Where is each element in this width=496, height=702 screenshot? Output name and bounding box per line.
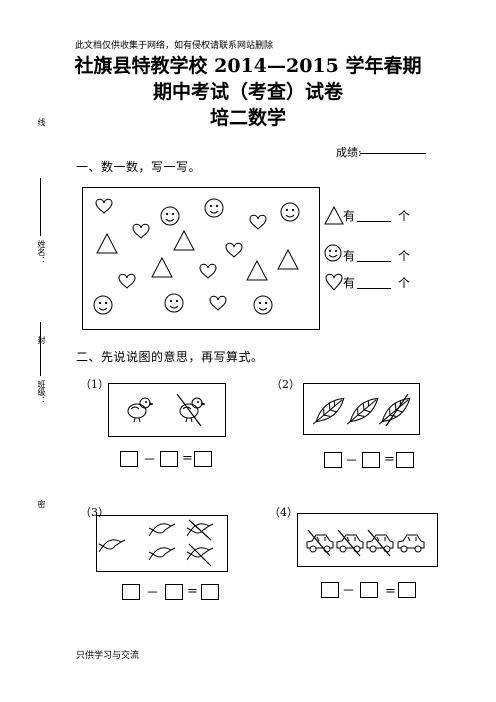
cross-out-line [188, 543, 212, 567]
title-line-2: 期中考试（考查）试卷 [152, 81, 343, 103]
smiley-icon [93, 295, 113, 315]
side-feng-mark: 封 [37, 336, 46, 344]
smiley-icon [324, 244, 342, 262]
triangle-icon [173, 230, 195, 251]
cross-out-line [367, 529, 391, 557]
problem-2-picture [303, 383, 420, 435]
answer-box-result-2[interactable] [396, 452, 414, 468]
answer-box-subtrahend-2[interactable] [362, 452, 380, 468]
problem-1-label: （1） [80, 378, 109, 391]
car-icon [397, 534, 425, 553]
triangle-icon [324, 205, 344, 225]
cross-out-line [188, 519, 212, 541]
problem-2-label: （2） [271, 378, 300, 391]
problem-3-picture [96, 515, 228, 572]
shapes-picture [93, 198, 300, 315]
class-label: 班级： [37, 380, 46, 404]
shapes-picture-box [82, 187, 320, 330]
smiley-icon [160, 206, 180, 226]
problem-1-picture [108, 383, 226, 437]
minus-sign: － [342, 584, 356, 599]
equals-sign: = [385, 584, 396, 599]
answer-box-subtrahend-3[interactable] [165, 584, 183, 600]
heart-icon [225, 242, 243, 258]
cross-out-line [176, 393, 202, 427]
leaf-icon [378, 397, 411, 425]
smiley-icon [253, 295, 273, 315]
equals-sign: = [187, 584, 198, 599]
answer-prefix: 有 [343, 249, 356, 263]
answer-box-result-3[interactable] [201, 584, 219, 600]
heart-icon [209, 295, 227, 311]
swallow-icon [186, 523, 214, 537]
leaf-icon [312, 397, 345, 425]
swallow-icon [148, 523, 176, 537]
title-line-3: 培二数学 [209, 107, 286, 129]
cross-out-line [385, 393, 409, 427]
answer-box-minuend-2[interactable] [324, 452, 342, 468]
score-label: 成绩: [336, 146, 362, 159]
disclaimer-text: 此文档仅供收集于网络，如有侵权请联系网站删除 [75, 41, 274, 51]
title-line-1: 社旗县特教学校 2014—2015 学年春期 [74, 55, 422, 77]
section-1-heading: 一、数一数，写一写。 [76, 160, 202, 174]
heart-icon [325, 273, 343, 291]
heart-icon [118, 273, 136, 289]
cross-out-line [307, 529, 331, 557]
answer-blank-triangles[interactable] [357, 221, 391, 222]
heart-icon [199, 263, 217, 279]
swallow-icon [98, 539, 126, 553]
answer-box-subtrahend-1[interactable] [160, 451, 178, 467]
triangle-icon [277, 249, 299, 270]
car-icon [366, 534, 394, 553]
answer-suffix: 个 [398, 209, 411, 223]
answer-prefix: 有 [343, 209, 356, 223]
answer-box-minuend-3[interactable] [122, 584, 140, 600]
swallow-icon [186, 547, 214, 561]
equals-sign: = [182, 451, 193, 466]
triangle-icon [246, 260, 268, 281]
score-blank[interactable] [360, 153, 426, 154]
side-mi-mark: 密 [37, 500, 46, 508]
answer-suffix: 个 [398, 276, 411, 290]
heart-icon [95, 198, 113, 214]
leaf-icon [346, 397, 379, 425]
answer-box-minuend-4[interactable] [321, 582, 339, 598]
bird-icon [179, 397, 206, 423]
problem-4-label: （4） [269, 506, 298, 519]
answer-prefix: 有 [343, 276, 356, 290]
heart-icon [249, 214, 267, 230]
minus-sign: － [345, 454, 359, 469]
section-2-heading: 二、先说说图的意思，再写算式。 [76, 350, 264, 364]
class-blank-line[interactable] [40, 322, 41, 376]
problem-4-picture [297, 513, 438, 567]
answer-box-result-1[interactable] [194, 451, 212, 467]
side-xian-mark: 线 [37, 118, 46, 126]
answer-box-result-4[interactable] [398, 582, 416, 598]
smiley-icon [164, 293, 184, 313]
cross-out-line [337, 529, 361, 557]
equals-sign: = [384, 452, 395, 467]
footer-text: 只供学习与交流 [76, 651, 140, 661]
minus-sign: － [146, 586, 160, 601]
answer-box-minuend-1[interactable] [120, 451, 138, 467]
answer-blank-smileys[interactable] [357, 261, 391, 262]
name-label: 姓名： [37, 240, 46, 264]
name-blank-line[interactable] [40, 178, 41, 236]
swallow-icon [148, 547, 176, 561]
bird-icon [127, 397, 154, 423]
answer-suffix: 个 [398, 249, 411, 263]
smiley-icon [204, 198, 224, 218]
minus-sign: － [143, 453, 157, 468]
heart-icon [132, 223, 150, 239]
smiley-icon [280, 202, 300, 222]
answer-box-subtrahend-4[interactable] [360, 582, 378, 598]
answer-blank-hearts[interactable] [357, 288, 391, 289]
triangle-icon [151, 257, 173, 278]
triangle-icon [96, 233, 118, 254]
